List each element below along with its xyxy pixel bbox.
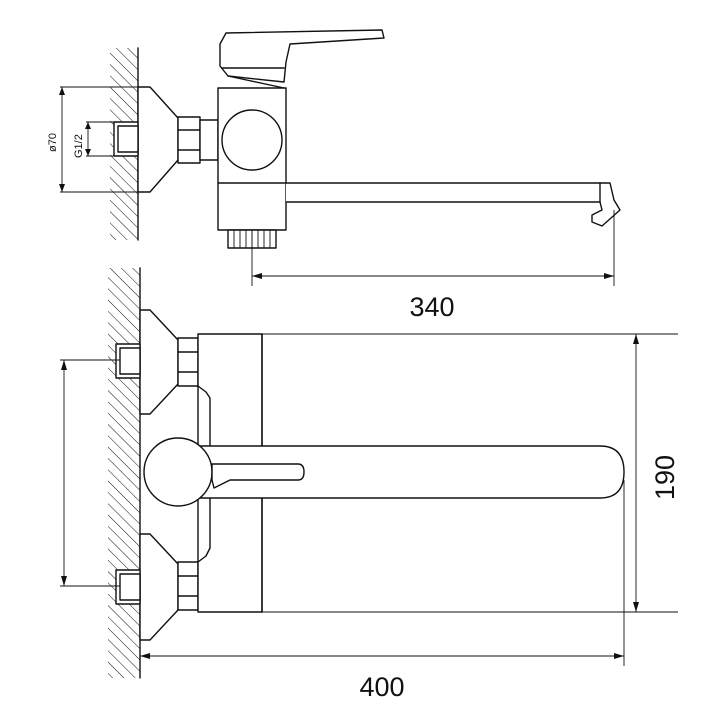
side-view: ø70 G1/2 340: [47, 29, 621, 322]
flange-cone-lower: [139, 533, 179, 641]
hex-nut-upper: [177, 337, 199, 387]
wall-hatch-bottom: [108, 268, 140, 678]
wall-pipe-inner-top: [117, 125, 139, 153]
hex-nut-top: [177, 116, 201, 164]
hex-nut-lower: [177, 561, 199, 611]
spout-front: [185, 445, 625, 499]
spout-top: [286, 182, 621, 227]
lever-handle-front: [211, 463, 305, 489]
lever-handle-top: [219, 29, 385, 83]
flange-cone-upper: [139, 309, 179, 415]
cartridge-circle-top: [221, 109, 283, 171]
flange-cone-top: [137, 86, 179, 193]
diameter-label: ø70: [47, 133, 59, 152]
thread-label: G1/2: [73, 134, 85, 158]
dim-340-label: 340: [409, 292, 454, 322]
eccentric-top: [199, 119, 219, 161]
front-view: 190 400: [60, 267, 680, 702]
cartridge-circle-front: [143, 437, 213, 507]
dim-190-label: 190: [650, 455, 680, 500]
dim-400-label: 400: [359, 672, 404, 702]
